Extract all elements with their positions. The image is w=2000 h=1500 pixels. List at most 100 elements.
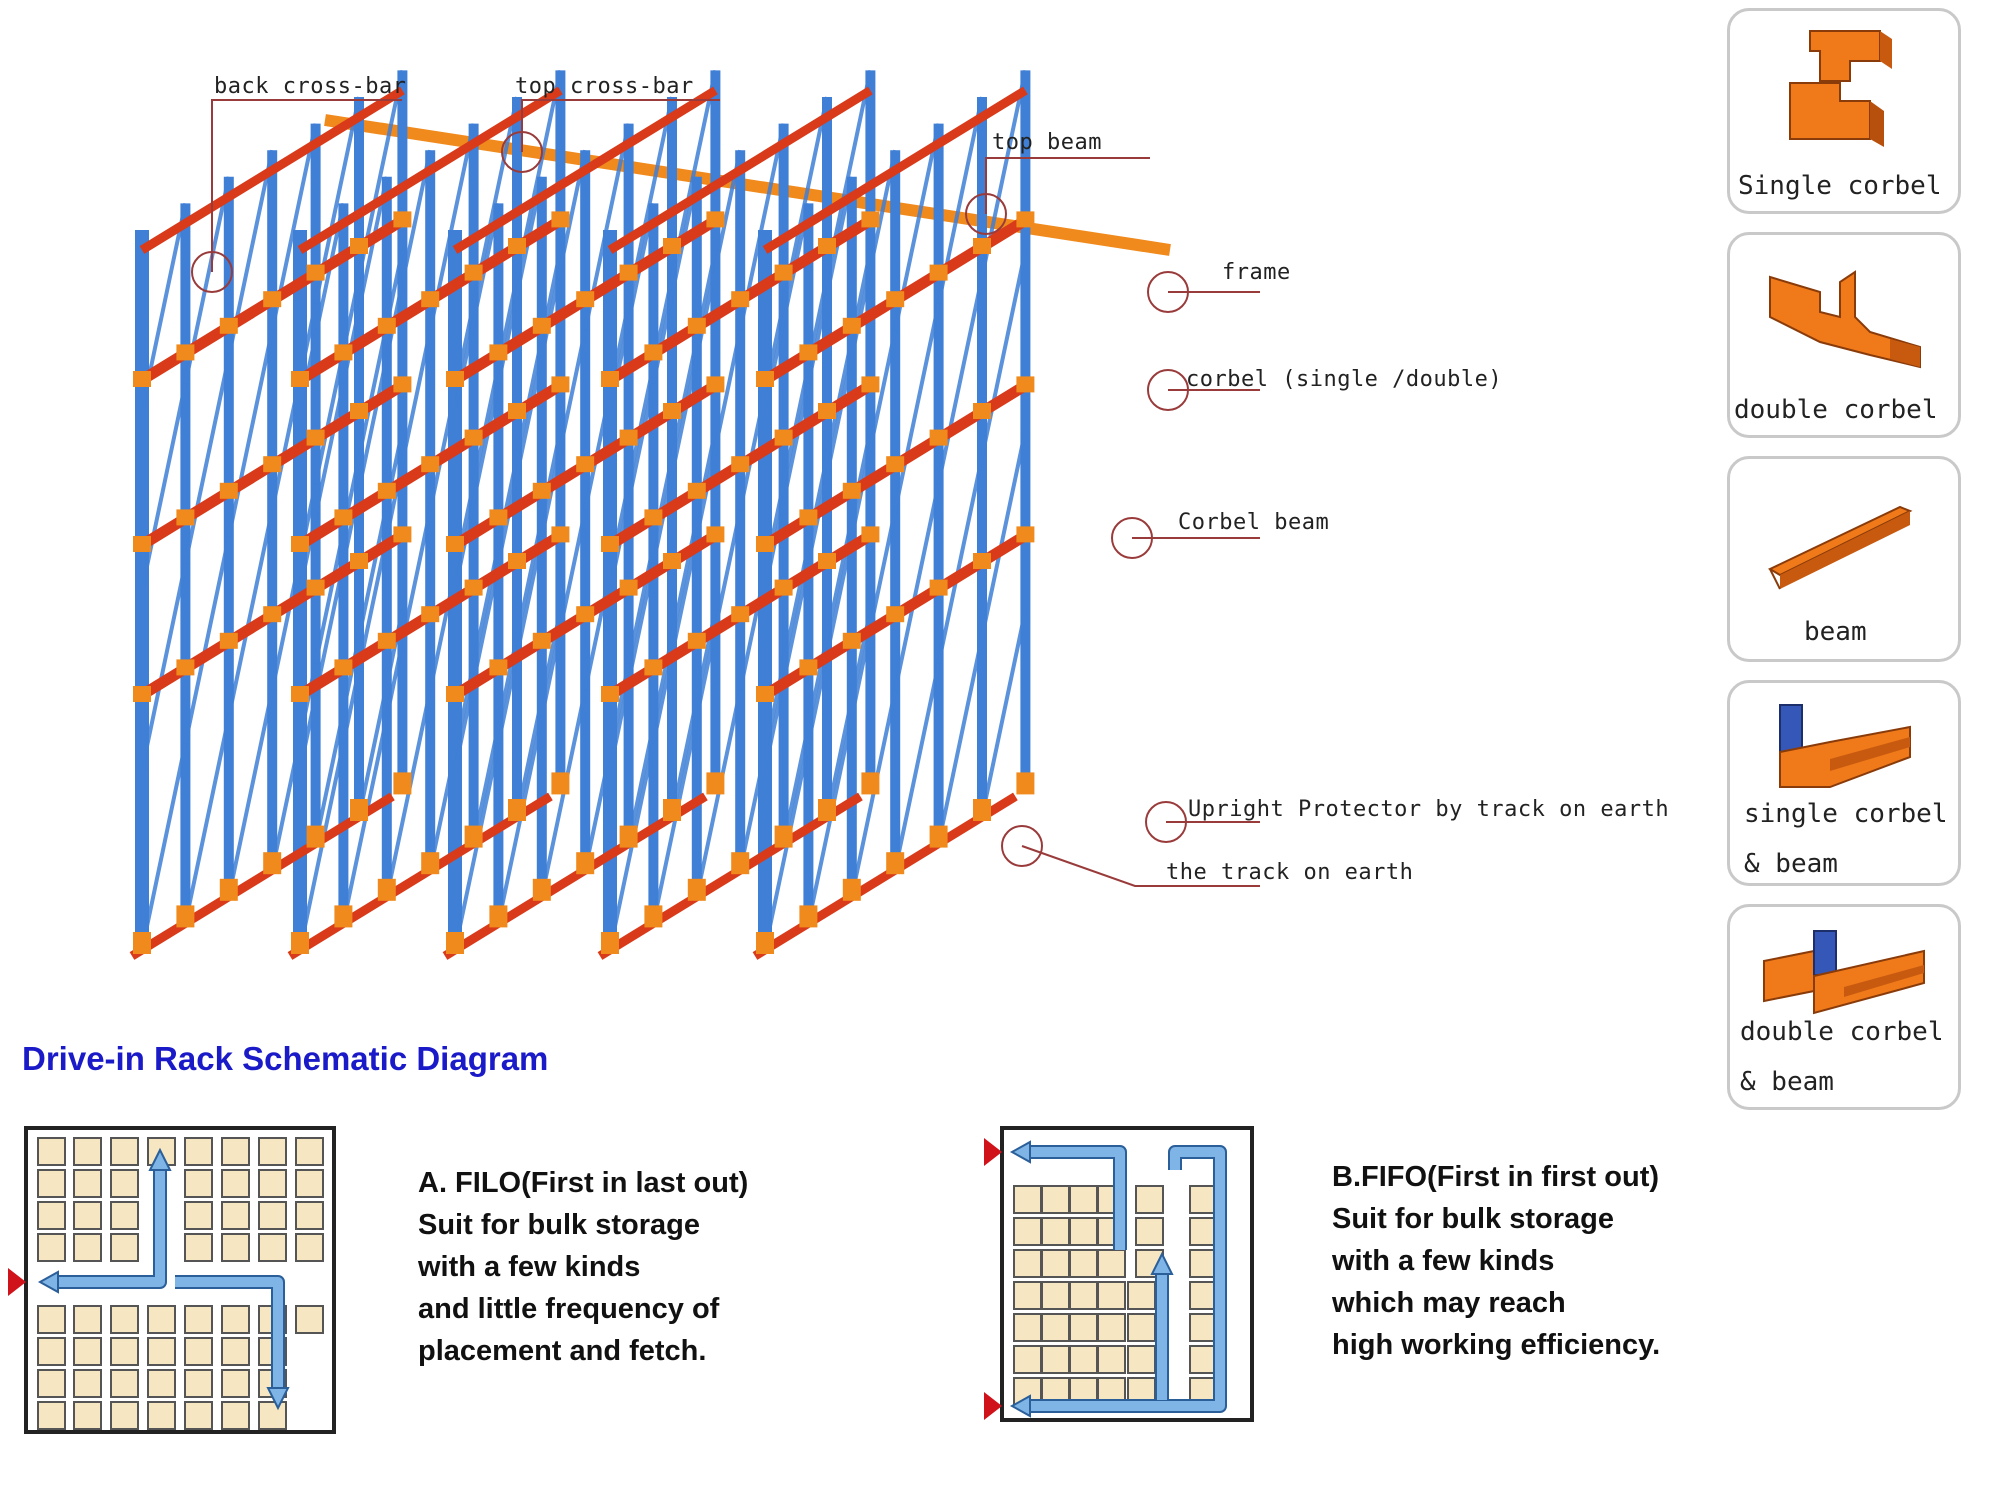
upright-protector bbox=[421, 852, 440, 875]
pallet-slot bbox=[1135, 1217, 1164, 1246]
frame-bracing bbox=[893, 303, 941, 511]
corbel-bracket bbox=[263, 291, 282, 308]
corbel-bracket bbox=[306, 429, 325, 446]
track-on-earth bbox=[129, 792, 395, 960]
upright-protector bbox=[818, 799, 836, 821]
callout-leader bbox=[985, 157, 1150, 214]
corbel-bracket bbox=[393, 211, 412, 228]
upright-protector bbox=[731, 852, 750, 875]
filo-arrowhead-up bbox=[148, 1147, 172, 1171]
pallet-slot bbox=[1127, 1345, 1156, 1374]
single-corbel-icon bbox=[1789, 30, 1892, 147]
fifo-path bbox=[1028, 1147, 1125, 1250]
pallet-slot bbox=[110, 1233, 139, 1262]
upright-protector bbox=[687, 878, 706, 901]
corbel-bracket bbox=[818, 553, 836, 569]
pallet-slot bbox=[258, 1233, 287, 1262]
callout-back-cross-bar: back cross-bar bbox=[214, 74, 407, 99]
corbel-bracket bbox=[1016, 526, 1035, 543]
pallet-slot bbox=[1189, 1345, 1218, 1374]
pallet-slot bbox=[184, 1137, 213, 1166]
corbel-bracket bbox=[176, 344, 195, 361]
frame-bracing bbox=[140, 742, 188, 951]
frame-bracing bbox=[651, 536, 699, 744]
corbel-bracket bbox=[842, 482, 861, 499]
corbel-bracket bbox=[731, 291, 750, 308]
pallet-slot bbox=[147, 1337, 176, 1366]
upright-protector bbox=[644, 905, 663, 928]
upright-protector bbox=[861, 772, 880, 795]
frame-bracing bbox=[763, 382, 811, 591]
frame-bracing bbox=[980, 429, 1028, 638]
callout-frame: frame bbox=[1222, 260, 1291, 285]
callout-leader bbox=[211, 99, 402, 272]
corbel-bracket bbox=[421, 456, 440, 473]
frame-bracing bbox=[140, 382, 188, 591]
upright-protector bbox=[551, 772, 570, 795]
frame-bracing bbox=[313, 276, 361, 485]
beam-icon bbox=[1767, 505, 1913, 590]
pallet-slot bbox=[184, 1169, 213, 1198]
upright-protector bbox=[886, 852, 905, 875]
corbel-bracket bbox=[973, 403, 991, 419]
frame-bracing bbox=[694, 509, 743, 718]
upright-protector bbox=[489, 905, 508, 928]
upright-protector bbox=[446, 932, 464, 954]
corbel-bracket bbox=[421, 606, 440, 623]
pallet-slot bbox=[1189, 1281, 1218, 1310]
corbel-bracket bbox=[350, 403, 368, 419]
frame-bracing bbox=[608, 562, 656, 771]
corbel-bracket bbox=[929, 579, 948, 596]
upright-protector bbox=[508, 799, 526, 821]
frame-bracing bbox=[298, 562, 346, 771]
corbel-bracket bbox=[377, 482, 396, 499]
frame-bracing bbox=[651, 356, 699, 564]
upright-protector bbox=[619, 825, 638, 848]
corbel-bracket bbox=[644, 509, 663, 526]
upright-protector bbox=[306, 825, 325, 848]
part-card-beam: beam bbox=[1727, 456, 1961, 662]
frame-bracing bbox=[608, 382, 656, 591]
upright-protector bbox=[291, 932, 309, 954]
part-label-double-corbel-beam-2: & beam bbox=[1740, 1067, 1834, 1097]
corbel-bracket bbox=[731, 456, 750, 473]
pallet-slot bbox=[37, 1201, 66, 1230]
pallet-slot bbox=[1097, 1281, 1126, 1310]
pallet-slot bbox=[110, 1401, 139, 1430]
pallet-slot bbox=[73, 1169, 102, 1198]
corbel-bracket bbox=[421, 291, 440, 308]
corbel-bracket bbox=[334, 509, 353, 526]
part-label-single-corbel: Single corbel bbox=[1738, 171, 1942, 201]
corbel-bracket bbox=[176, 509, 195, 526]
pallet-slot bbox=[1041, 1249, 1070, 1278]
corbel-bracket bbox=[1016, 376, 1035, 393]
callout-leader bbox=[1021, 845, 1260, 887]
corbel-bracket bbox=[601, 686, 619, 702]
frame-bracing bbox=[357, 429, 405, 638]
corbel-bracket bbox=[219, 632, 238, 649]
callout-corbel: corbel (single /double) bbox=[1186, 367, 1503, 392]
corbel-bracket bbox=[576, 606, 595, 623]
callout-marker bbox=[1001, 825, 1043, 867]
corbel-bracket bbox=[886, 606, 905, 623]
corbel-bracket bbox=[377, 317, 396, 334]
pallet-slot bbox=[1097, 1313, 1126, 1342]
frame-bracing bbox=[496, 536, 544, 744]
corbel-bracket bbox=[706, 526, 725, 543]
corbel-bracket bbox=[291, 536, 309, 552]
frame-bracing bbox=[849, 509, 898, 718]
part-card-double-corbel-beam: double corbel & beam bbox=[1727, 904, 1961, 1110]
corbel-bracket bbox=[861, 526, 880, 543]
pallet-slot bbox=[37, 1233, 66, 1262]
upright-protector bbox=[532, 878, 551, 901]
upright-protector bbox=[219, 878, 238, 901]
pallet-slot bbox=[147, 1369, 176, 1398]
corbel-bracket bbox=[929, 429, 948, 446]
corbel-bracket bbox=[133, 536, 151, 552]
pallet-slot bbox=[37, 1369, 66, 1398]
pallet-slot bbox=[184, 1401, 213, 1430]
pallet-slot bbox=[37, 1337, 66, 1366]
upright-protector bbox=[263, 852, 282, 875]
corbel-bracket bbox=[291, 686, 309, 702]
upright-protector bbox=[799, 905, 818, 928]
